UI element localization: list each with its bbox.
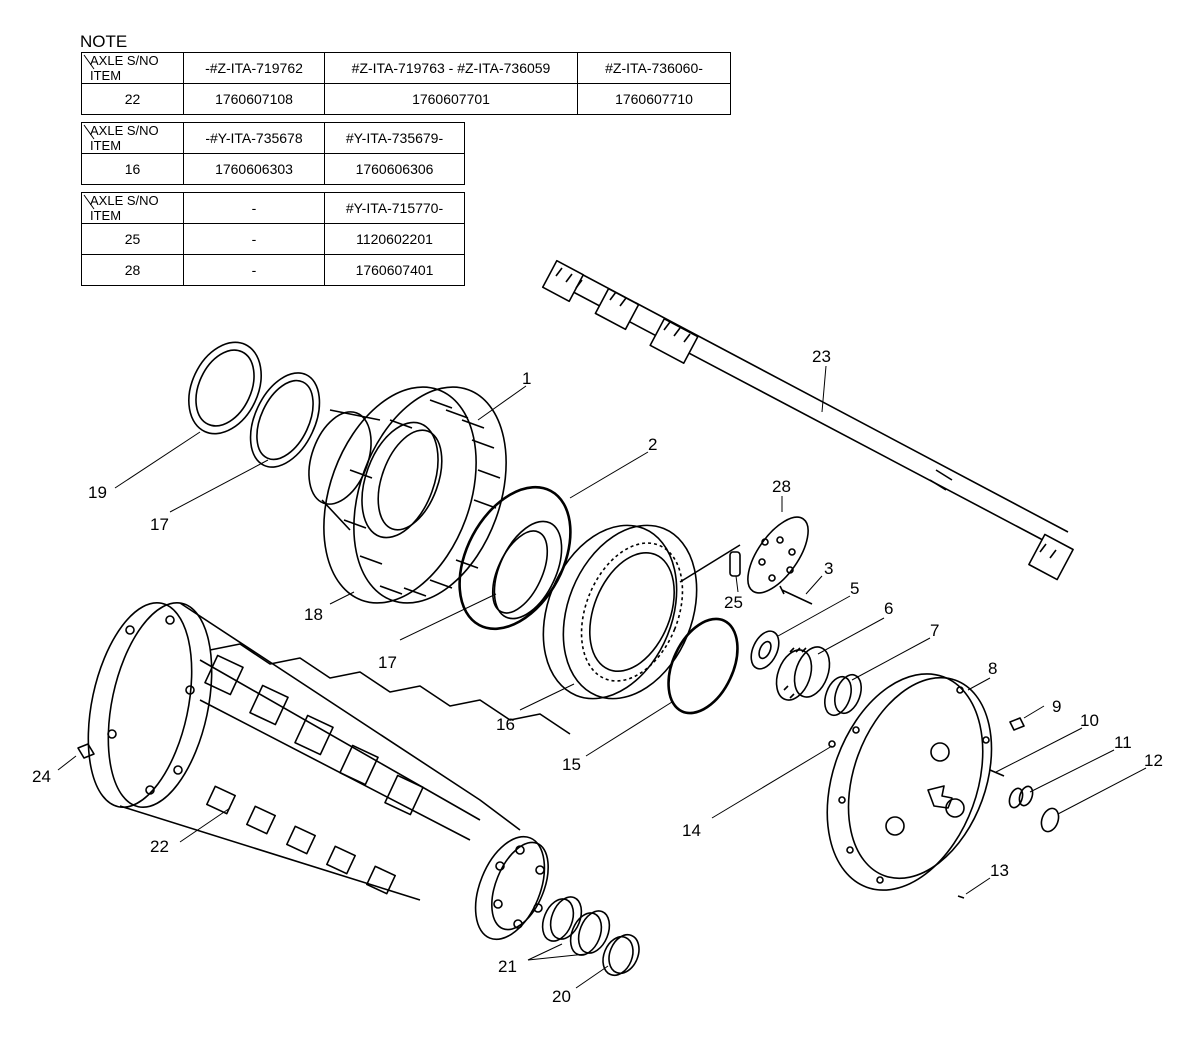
callout-13: 13 (990, 861, 1009, 880)
callout-1: 1 (522, 369, 531, 388)
header-item: ITEM (90, 68, 122, 83)
callout-2: 2 (648, 435, 657, 454)
header-item: ITEM (90, 138, 122, 153)
callout-23: 23 (812, 347, 831, 366)
callout-5: 5 (850, 579, 859, 598)
part-15-o-ring (667, 617, 739, 715)
part-21-bearings (541, 896, 611, 956)
callout-14: 14 (682, 821, 701, 840)
part-number: 1760607401 (324, 254, 465, 286)
item-number: 25 (81, 223, 184, 255)
callout-6: 6 (884, 599, 893, 618)
part-3-screw (779, 585, 813, 605)
callout-15: 15 (562, 755, 581, 774)
part-13-screw (957, 895, 965, 899)
part-17-bearing-cup (249, 372, 321, 468)
part-11-plug (1008, 785, 1034, 809)
callout-20: 20 (552, 987, 571, 1006)
item-number: 28 (81, 254, 184, 286)
part-number: 1760607701 (324, 83, 578, 115)
part-20-ring (602, 933, 640, 977)
item-number: 16 (81, 153, 184, 185)
callout-8: 8 (988, 659, 997, 678)
column-header: #Y-ITA-735679- (324, 122, 465, 154)
header-axle-sno: AXLE S/NO (90, 53, 159, 68)
part-12-cap (1040, 807, 1060, 833)
part-25-pin (729, 551, 741, 577)
part-1-wheel-hub (308, 386, 507, 604)
callout-9: 9 (1052, 697, 1061, 716)
leader-lines (57, 365, 1147, 989)
part-22-axle-housing (87, 601, 571, 941)
header-item: ITEM (90, 208, 122, 223)
part-number: 1760607108 (183, 83, 325, 115)
table-header-cell: AXLE S/NO ITEM (81, 122, 184, 154)
part-5-thrust-washer (750, 630, 780, 670)
header-axle-sno: AXLE S/NO (90, 193, 159, 208)
part-24-breather (77, 743, 95, 759)
callout-10: 10 (1080, 711, 1099, 730)
note-table-item-22: AXLE S/NO ITEM -#Z-ITA-719762 #Z-ITA-719… (81, 52, 731, 115)
part-23-axle-shaft (541, 259, 1074, 581)
callout-28: 28 (772, 477, 791, 496)
callout-21: 21 (498, 957, 517, 976)
part-10-screw (989, 769, 1005, 777)
callout-labels: 1 2 3 5 6 7 8 9 10 11 12 13 14 15 16 17 … (32, 347, 1163, 1006)
part-19-seal (188, 341, 262, 435)
part-17-bearing-cone (491, 520, 563, 620)
part-number: 1120602201 (324, 223, 465, 255)
part-number: 1760606303 (183, 153, 325, 185)
part-2-o-ring (458, 485, 572, 631)
part-28-retainer-plate (747, 516, 809, 594)
part-8-planet-carrier-cover (826, 673, 993, 891)
part-14-dowel (828, 740, 836, 748)
table-header-cell: AXLE S/NO ITEM (81, 192, 184, 224)
callout-3: 3 (824, 559, 833, 578)
callout-18: 18 (304, 605, 323, 624)
note-title: NOTE (80, 32, 128, 51)
callout-24: 24 (32, 767, 51, 786)
part-7-sun-gear (824, 673, 862, 717)
callout-19: 19 (88, 483, 107, 502)
part-number: 1760606306 (324, 153, 465, 185)
part-number: - (183, 254, 325, 286)
column-header: #Y-ITA-715770- (324, 192, 465, 224)
callout-22: 22 (150, 837, 169, 856)
header-axle-sno: AXLE S/NO (90, 123, 159, 138)
callout-16: 16 (496, 715, 515, 734)
part-9-plug (1009, 717, 1025, 731)
callout-12: 12 (1144, 751, 1163, 770)
table-header-cell: AXLE S/NO ITEM (81, 52, 184, 84)
column-header: #Z-ITA-719763 - #Z-ITA-736059 (324, 52, 578, 84)
callout-11: 11 (1114, 733, 1132, 752)
column-header: -#Y-ITA-735678 (183, 122, 325, 154)
part-16-ring-gear (542, 524, 741, 700)
callout-25: 25 (724, 593, 743, 612)
note-table-items-25-28: AXLE S/NO ITEM - #Y-ITA-715770- 25 - 112… (81, 192, 465, 286)
note-table-item-16: AXLE S/NO ITEM -#Y-ITA-735678 #Y-ITA-735… (81, 122, 465, 185)
part-6-planet-gear (775, 646, 831, 701)
callout-17-lower: 17 (378, 653, 397, 672)
callout-7: 7 (930, 621, 939, 640)
callout-17-upper: 17 (150, 515, 169, 534)
part-number: 1760607710 (577, 83, 731, 115)
